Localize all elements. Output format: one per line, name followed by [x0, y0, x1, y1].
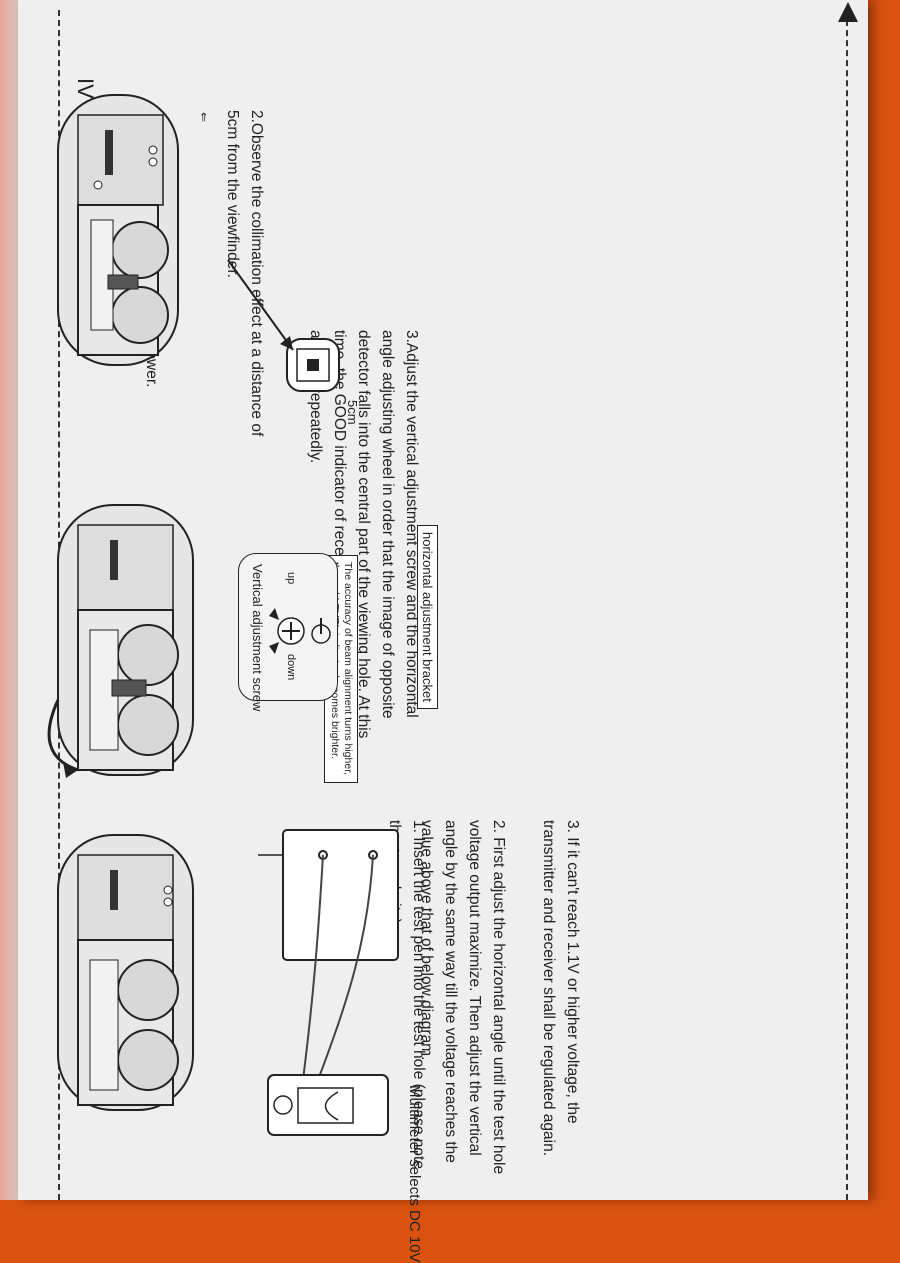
vertical-adjustment-panel: Vertical adjustment screw down up	[238, 553, 338, 711]
test-step-2-text: 2. First adjust the horizontal angle unt…	[418, 820, 507, 1175]
distance-label: 5cm	[345, 400, 360, 425]
multimeter-caption: Multimeter selects DC 10V	[406, 1085, 423, 1263]
table-edge	[0, 0, 22, 1200]
screw-plus-icon	[269, 608, 305, 654]
detector-diagram-2	[47, 504, 194, 778]
vertical-adjustment-title: Vertical adjustment screw	[250, 564, 265, 712]
up-label: up	[285, 572, 297, 585]
rotated-content: IV Beam alignment 1.Remove the cover and…	[18, 0, 868, 1263]
down-label: down	[285, 654, 297, 681]
horizontal-bracket-label: horizontal adjustment bracket	[417, 525, 438, 709]
viewfinder-target-icon	[286, 338, 340, 392]
test-step-3-text: 3. If it can't reach 1.1V or higher volt…	[540, 820, 581, 1157]
detector-diagram-3	[57, 834, 194, 1111]
screw-rotate-icon	[311, 618, 331, 644]
pointer-arrow-icon	[227, 259, 294, 351]
multimeter-diagram	[258, 829, 399, 1136]
dashed-border-bottom	[846, 10, 848, 1200]
svg-text:⇐: ⇐	[197, 112, 211, 122]
detector-diagram-1: ⇐	[57, 94, 211, 366]
arrow-left-icon	[838, 2, 858, 22]
manual-page: IV Beam alignment 1.Remove the cover and…	[18, 0, 868, 1263]
